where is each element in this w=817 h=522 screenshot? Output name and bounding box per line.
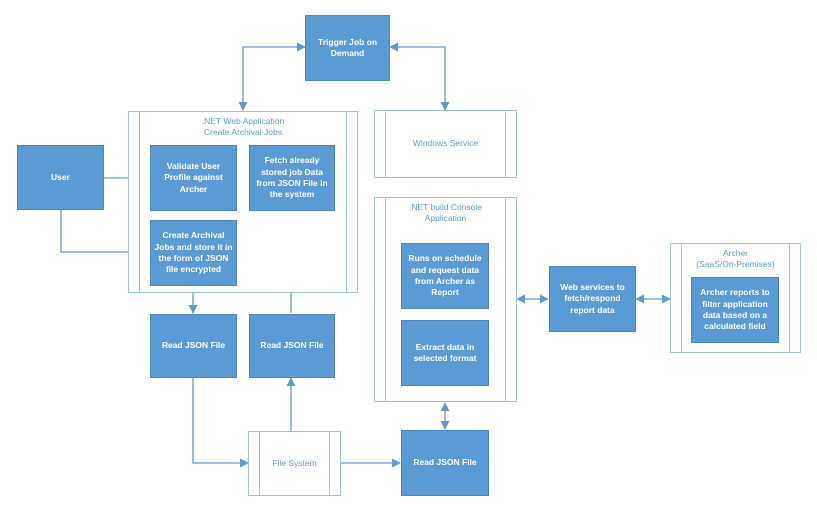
extract-data-box: Extract data in selected format <box>401 320 489 386</box>
create-jobs-label: Create Archival Jobs and store it in the… <box>154 230 233 275</box>
read-json-file-label-1: Read JSON File <box>161 340 226 351</box>
arrow-user-create-jobs <box>60 210 151 257</box>
web-services-box: Web services to fetch/respond report dat… <box>549 266 636 332</box>
read-json-file-label-2: Read JSON File <box>260 340 324 351</box>
validate-user-box: Validate User Profile against Archer <box>150 145 237 211</box>
archer-reports-box: Archer reports to filter application dat… <box>691 277 779 343</box>
windows-service-label: Windows Service <box>412 138 479 149</box>
windows-service-box: Windows Service <box>374 110 517 178</box>
archer-title: Archer (SaaS/On-Premises) <box>696 248 775 270</box>
read-json-file-box-3: Read JSON File <box>401 430 489 496</box>
user-box: User <box>17 145 104 210</box>
trigger-job-label: Trigger Job on Demand <box>317 36 378 58</box>
user-label: User <box>51 171 70 182</box>
webapp-title: .NET Web Application Create Archival Job… <box>201 116 285 138</box>
arrow-read1-to-filesystem <box>192 378 249 468</box>
extract-data-label: Extract data in selected format <box>413 341 477 363</box>
arrow-trigger-webapp <box>238 42 306 111</box>
console-app-title: .NET build Console Application <box>408 202 483 224</box>
read-json-file-box-1: Read JSON File <box>150 314 237 378</box>
arrow-trigger-windows-service <box>389 42 450 111</box>
runs-schedule-label: Runs on schedule and request data from A… <box>408 253 482 298</box>
fetch-stored-label: Fetch already stored job Data from JSON … <box>256 155 328 200</box>
read-json-file-label-3: Read JSON File <box>413 457 477 468</box>
archer-reports-label: Archer reports to filter application dat… <box>700 287 770 332</box>
validate-user-label: Validate User Profile against Archer <box>164 160 223 194</box>
file-system-label: File System <box>272 457 317 468</box>
trigger-job-box: Trigger Job on Demand <box>305 15 390 81</box>
file-system-box: File System <box>248 431 341 496</box>
read-json-file-box-2: Read JSON File <box>249 314 335 378</box>
create-jobs-box: Create Archival Jobs and store it in the… <box>150 220 237 286</box>
fetch-stored-box: Fetch already stored job Data from JSON … <box>249 145 335 211</box>
web-services-label: Web services to fetch/respond report dat… <box>560 281 625 315</box>
runs-schedule-box: Runs on schedule and request data from A… <box>401 243 489 309</box>
